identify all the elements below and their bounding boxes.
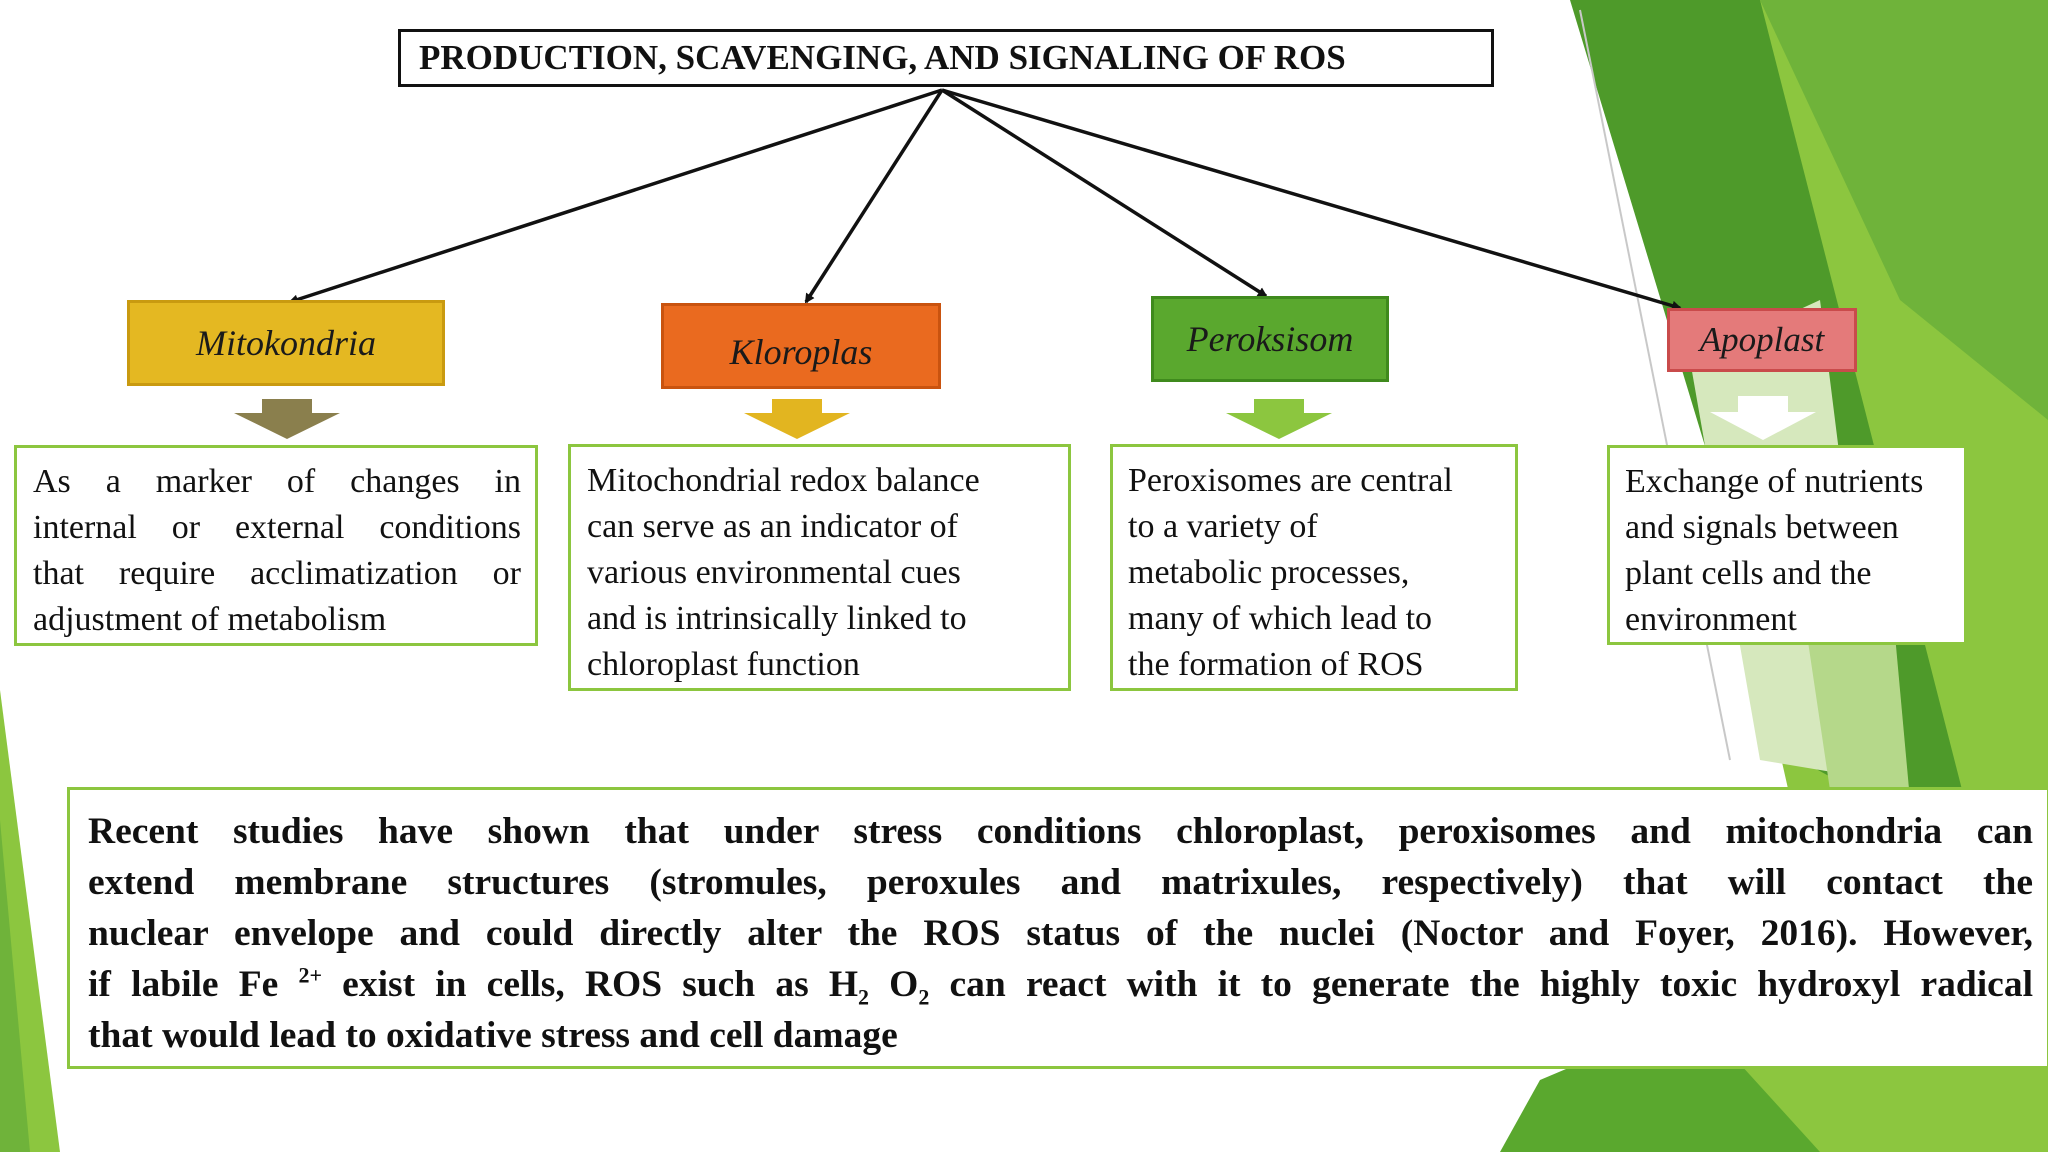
description-mitokondria: As a marker of changes in internal or ex… bbox=[14, 445, 538, 646]
arrow-to-kloroplas bbox=[804, 89, 944, 304]
summary-line: Recent studies have shown that under str… bbox=[88, 811, 2033, 852]
summary-box: Recent studies have shown that under str… bbox=[67, 787, 2048, 1069]
summary-line: extend membrane structures (stromules, p… bbox=[88, 862, 2033, 903]
organelle-apoplast: Apoplast bbox=[1667, 308, 1857, 372]
down-arrow-peroksisom bbox=[1226, 399, 1332, 439]
down-arrow-shape bbox=[1710, 396, 1816, 440]
subscript: 2 bbox=[858, 984, 870, 1010]
down-arrow-shape bbox=[1226, 399, 1332, 439]
down-arrow-apoplast bbox=[1710, 396, 1816, 440]
summary-line: if labile Fe 2+ exist in cells, ROS such… bbox=[88, 959, 2033, 1010]
description-line: metabolic processes, bbox=[1128, 554, 1410, 591]
description-line: internal or external conditions bbox=[33, 509, 521, 546]
down-arrow-kloroplas bbox=[744, 399, 850, 439]
subscript: 2 bbox=[918, 984, 930, 1010]
description-line: to a variety of bbox=[1128, 508, 1318, 545]
description-line: Peroxisomes are central bbox=[1128, 462, 1453, 499]
summary-text: can react with it to generate the highly… bbox=[929, 964, 2033, 1005]
description-line: can serve as an indicator of bbox=[587, 508, 958, 545]
summary-line: nuclear envelope and could directly alte… bbox=[88, 913, 2033, 954]
arrow-to-apoplast bbox=[941, 88, 1682, 311]
organelle-kloroplas: Kloroplas bbox=[661, 303, 941, 389]
summary-text: if labile Fe bbox=[88, 964, 299, 1005]
description-line: chloroplast function bbox=[587, 646, 860, 683]
summary-line: that would lead to oxidative stress and … bbox=[88, 1015, 898, 1056]
superscript: 2+ bbox=[298, 962, 323, 988]
description-line: As a marker of changes in bbox=[33, 463, 521, 500]
page-title: PRODUCTION, SCAVENGING, AND SIGNALING OF… bbox=[398, 29, 1494, 87]
description-line: the formation of ROS bbox=[1128, 646, 1424, 683]
summary-text: exist in cells, ROS such as H bbox=[322, 964, 859, 1005]
description-line: and signals between bbox=[1625, 509, 1899, 546]
description-line: and is intrinsically linked to bbox=[587, 600, 967, 637]
description-line: that require acclimatization or bbox=[33, 555, 521, 592]
down-arrow-shape bbox=[744, 399, 850, 439]
organelle-peroksisom: Peroksisom bbox=[1151, 296, 1389, 382]
description-apoplast: Exchange of nutrients and signals betwee… bbox=[1607, 445, 1967, 645]
arrow-to-mitokondria bbox=[288, 88, 943, 305]
arrow-to-peroksisom bbox=[941, 88, 1268, 298]
description-line: various environmental cues bbox=[587, 554, 961, 591]
summary-text: O bbox=[869, 964, 919, 1005]
description-line: plant cells and the bbox=[1625, 555, 1872, 592]
down-arrow-mitokondria bbox=[234, 399, 340, 439]
description-kloroplas: Mitochondrial redox balance can serve as… bbox=[568, 444, 1071, 691]
description-line: Exchange of nutrients bbox=[1625, 463, 1924, 500]
down-arrow-shape bbox=[234, 399, 340, 439]
description-line: environment bbox=[1625, 601, 1797, 638]
description-line: adjustment of metabolism bbox=[33, 601, 387, 638]
organelle-mitokondria: Mitokondria bbox=[127, 300, 445, 386]
description-peroksisom: Peroxisomes are central to a variety of … bbox=[1110, 444, 1518, 691]
description-line: many of which lead to bbox=[1128, 600, 1433, 637]
description-line: Mitochondrial redox balance bbox=[587, 462, 980, 499]
